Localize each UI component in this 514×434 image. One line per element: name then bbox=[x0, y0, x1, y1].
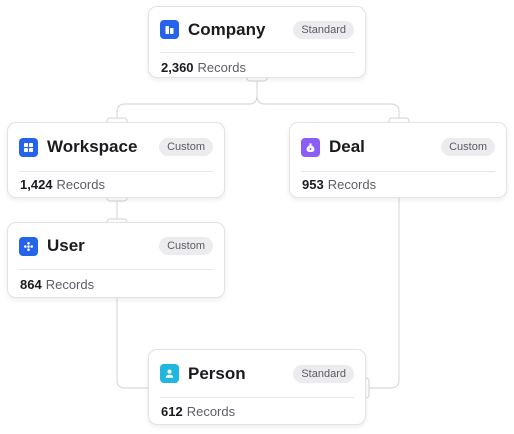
node-title: Company bbox=[188, 19, 266, 39]
node-header: Person Standard bbox=[160, 350, 354, 398]
node-badge: Custom bbox=[159, 138, 213, 156]
node-badge: Custom bbox=[159, 237, 213, 255]
grid-icon bbox=[19, 137, 38, 157]
node-badge: Standard bbox=[293, 364, 354, 383]
edge-user-person bbox=[116, 298, 149, 389]
record-count-unit: Records bbox=[186, 404, 236, 419]
person-icon bbox=[160, 364, 179, 383]
edge-company-deal bbox=[256, 95, 400, 122]
node-header: User Custom bbox=[19, 223, 213, 270]
record-count-unit: Records bbox=[45, 277, 95, 292]
record-count-value: 953 bbox=[302, 177, 324, 192]
edge-deal-person bbox=[366, 198, 400, 389]
users-icon bbox=[19, 236, 38, 256]
node-header: Company Standard bbox=[160, 7, 354, 53]
edge-company-workspace bbox=[116, 78, 258, 122]
money-bag-icon bbox=[301, 137, 320, 157]
record-count-unit: Records bbox=[197, 60, 246, 75]
record-count-value: 864 bbox=[20, 277, 42, 292]
record-count-value: 612 bbox=[161, 404, 183, 419]
node-header: Deal Custom bbox=[301, 123, 495, 172]
record-count-unit: Records bbox=[56, 177, 105, 192]
node-badge: Standard bbox=[293, 20, 354, 39]
node-header: Workspace Custom bbox=[19, 123, 213, 172]
node-badge: Custom bbox=[441, 138, 495, 156]
record-count-value: 1,424 bbox=[20, 177, 53, 192]
building-icon bbox=[160, 20, 179, 39]
node-title: Person bbox=[188, 363, 246, 383]
record-count-unit: Records bbox=[327, 177, 377, 192]
node-title: Deal bbox=[329, 137, 365, 156]
node-title: User bbox=[47, 236, 85, 255]
record-count-value: 2,360 bbox=[161, 60, 194, 75]
node-title: Workspace bbox=[47, 137, 138, 156]
